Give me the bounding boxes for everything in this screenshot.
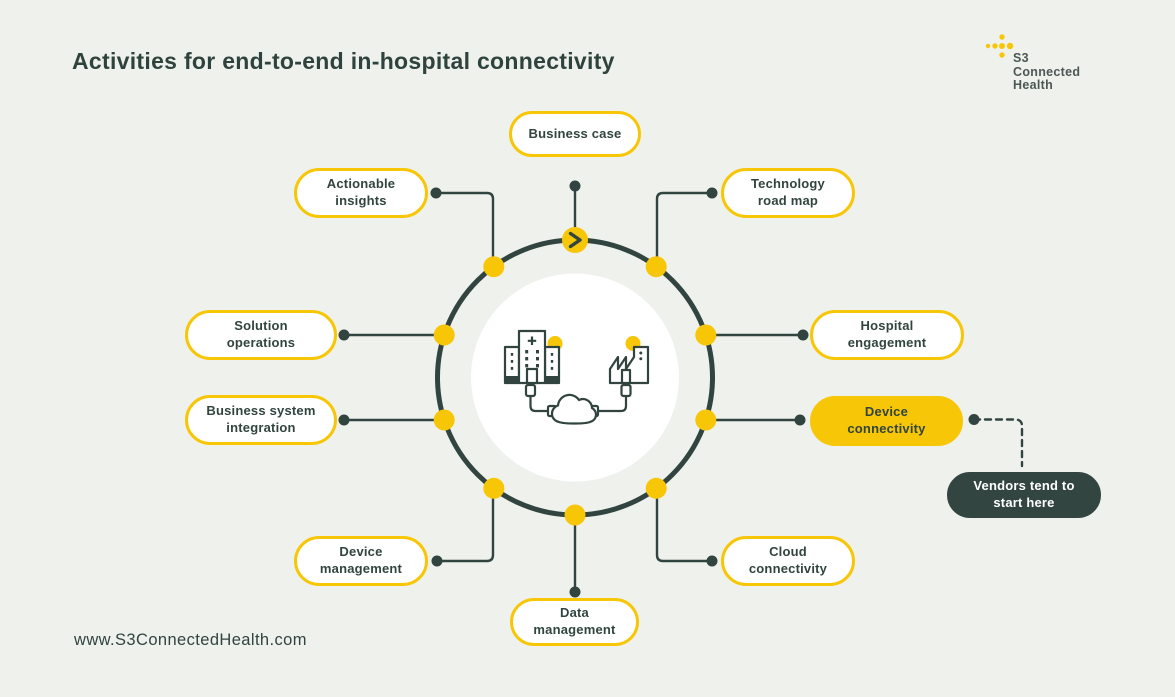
node-device-connectivity: Device connectivity [810, 396, 963, 446]
node-business-case: Business case [509, 111, 641, 157]
logo-wordmark: S3 Connected Health [1013, 51, 1081, 93]
node-cloud-connectivity: Cloud connectivity [721, 536, 855, 586]
ring-node-dots [433, 256, 717, 526]
logo-line-1: S3 [1013, 51, 1029, 65]
node-hospital-engagement: Hospital engagement [810, 310, 964, 360]
vendors-start-here-callout: Vendors tend to start here [947, 472, 1101, 518]
hospital-building-icon [503, 329, 561, 385]
cloud-icon [550, 393, 598, 425]
logo-line-3: Health [1013, 78, 1054, 92]
page-title: Activities for end-to-end in-hospital co… [72, 48, 615, 74]
factory-building-icon [608, 345, 650, 385]
chevron-right-icon [562, 227, 588, 253]
node-technology-road-map: Technology road map [721, 168, 855, 218]
node-data-management: Data management [510, 598, 639, 646]
website-url: www.S3ConnectedHealth.com [74, 631, 307, 649]
center-disc [471, 273, 679, 482]
dashed-connector [972, 418, 1024, 468]
center-illustration [503, 329, 650, 425]
node-solution-operations: Solution operations [185, 310, 337, 360]
node-business-system-integration: Business system integration [185, 395, 337, 445]
node-actionable-insights: Actionable insights [294, 168, 428, 218]
node-device-management: Device management [294, 536, 428, 586]
connector-lines [342, 184, 1024, 594]
connector-end-dots [338, 180, 980, 598]
logo-dots-icon [985, 34, 1014, 58]
logo-line-2: Connected [1013, 64, 1081, 79]
company-logo: S3 Connected Health [982, 30, 1102, 92]
